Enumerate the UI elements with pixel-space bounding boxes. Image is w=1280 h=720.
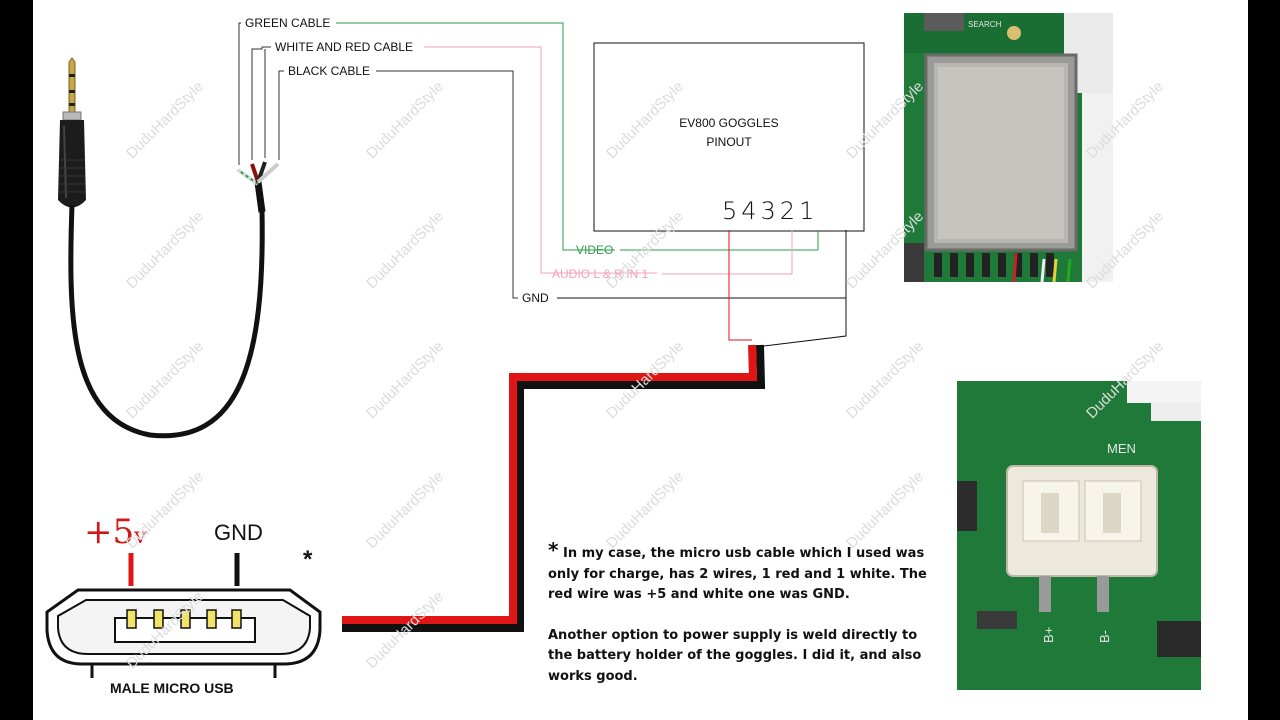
micro-usb-connector-icon [45, 553, 322, 678]
board-b-plus-label: B+ [1041, 627, 1056, 643]
board-menu-label: MEN [1107, 441, 1136, 456]
green-cable-label: GREEN CABLE [245, 16, 331, 30]
goggles-battery-holder-photo: MEN B+ B- [957, 381, 1201, 690]
note-line-4: Another option to power supply is weld d… [548, 627, 918, 643]
note-line-3: red wire was +5 and white one was GND. [548, 587, 850, 602]
ev800-box-title: EV800 GOGGLES PINOUT [594, 114, 864, 152]
note-line-5: the battery holder of the goggles. I did… [548, 648, 922, 663]
pin-numbers: 54321 [722, 197, 819, 225]
board-b-minus-label: B- [1097, 630, 1112, 643]
note-block: * In my case, the micro usb cable which … [548, 540, 928, 687]
goggles-board-photo-top: SEARCH [904, 13, 1113, 282]
board-search-label: SEARCH [968, 20, 1002, 29]
diagram-sheet: SEARCH MEN B+ B- GREEN CABLE WHITE AND R… [33, 0, 1248, 720]
asterisk-marker: * [303, 546, 313, 573]
note-line1-text: In my case, the micro usb cable which I … [558, 546, 925, 561]
plus5-value: +5 [84, 512, 135, 552]
plus5v-label: +5v [84, 512, 147, 552]
audio-label: AUDIO L & R IN 1 [552, 267, 649, 281]
black-cable-label: BLACK CABLE [288, 64, 371, 78]
jack-cable [68, 204, 265, 439]
plus5-unit: v [134, 524, 147, 549]
ev800-title-line1: EV800 GOGGLES [679, 116, 779, 130]
note-asterisk: * [548, 538, 559, 562]
ev800-title-line2: PINOUT [706, 135, 752, 149]
ev800-pinout-box [593, 42, 865, 232]
white-red-cable-label: WHITE AND RED CABLE [275, 40, 414, 54]
note-line-2: only for charge, has 2 wires, 1 red and … [548, 566, 927, 582]
audio-jack-icon [58, 57, 86, 208]
male-micro-usb-label: MALE MICRO USB [110, 680, 234, 696]
wiring-diagram [45, 22, 865, 678]
jack-wire-ends [236, 161, 280, 186]
gnd-small-label: GND [522, 291, 549, 305]
gnd-large-label: GND [214, 520, 263, 545]
power-cable [342, 344, 766, 632]
note-line-1: * In my case, the micro usb cable which … [548, 540, 928, 565]
note-line-6: works good. [548, 668, 638, 684]
video-label: VIDEO [576, 243, 614, 257]
